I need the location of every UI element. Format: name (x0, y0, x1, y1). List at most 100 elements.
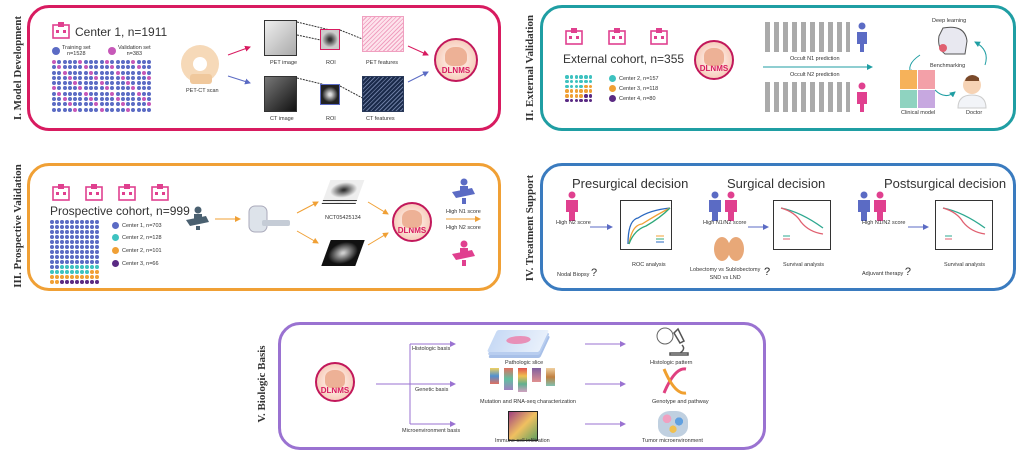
panel-5-label: V. Biologic Basis (256, 345, 268, 423)
patient-dot-grid (565, 75, 593, 103)
high-n2-score: High N2 score (556, 220, 591, 226)
cohort-title: External cohort, n=355 (563, 52, 685, 66)
patient-dot (131, 65, 136, 70)
mutation-bars-icon (490, 368, 560, 392)
patient-dot (84, 269, 89, 274)
patient-dot (69, 249, 74, 254)
patient-dot (64, 279, 69, 284)
patient-dot (62, 97, 67, 102)
immune-label: Immune cell infiltration (495, 438, 550, 444)
legend-label: Center 3, n=118 (619, 86, 659, 92)
patient-dot (59, 259, 64, 264)
patient-dot (73, 75, 78, 80)
patient-dot (78, 91, 83, 96)
patient-dot (74, 234, 79, 239)
patient-dot (69, 259, 74, 264)
patient-dot (50, 279, 54, 284)
ct-roi-label: ROI (326, 116, 336, 122)
high-n1n2-score: High N1/N2 score (862, 220, 906, 226)
doctor-icon (957, 75, 987, 109)
patient-dot (74, 274, 79, 279)
patient-dot (50, 224, 54, 229)
patient-dot (136, 65, 141, 70)
patient-dot (84, 274, 89, 279)
patient-dot-grid (50, 220, 99, 284)
patient-dot (126, 81, 131, 86)
patient-dot (67, 81, 72, 86)
patient-dot (574, 84, 579, 89)
patient-dot (50, 244, 54, 249)
patient-icon-blue (452, 178, 475, 204)
patient-dot (50, 229, 54, 234)
trial-id: NCT05425134 (325, 215, 361, 221)
patient-dot (142, 97, 147, 102)
patient-dot (94, 274, 99, 279)
patient-dot (574, 75, 579, 79)
patient-dot (147, 65, 152, 70)
patient-dot (59, 249, 64, 254)
patient-dot (89, 224, 94, 229)
patient-dot (126, 102, 131, 107)
patient-dot-grid (52, 60, 152, 112)
patient-dot (62, 86, 67, 91)
patient-dot (120, 81, 125, 86)
patient-dot (67, 60, 72, 64)
patient-dot (99, 97, 104, 102)
patient-dot (579, 98, 583, 103)
patient-dot (94, 70, 99, 75)
patient-dot (120, 91, 125, 96)
patient-dot (569, 89, 574, 93)
patient-dot (64, 229, 69, 234)
patient-dot (69, 244, 74, 249)
patient-dot (110, 91, 115, 96)
patient-dot (78, 65, 83, 70)
patient-dot (120, 60, 125, 64)
dlnms-label: DLNMS (397, 226, 427, 235)
high-n1-label: High N1 score (446, 209, 481, 215)
patient-dot (120, 65, 125, 70)
patient-dot (584, 79, 588, 84)
validation-legend-dot (108, 47, 116, 55)
patient-dot (84, 259, 89, 264)
legend-dot (609, 95, 616, 102)
patient-dot (69, 220, 74, 224)
patient-dot (74, 224, 79, 229)
survival-curves (780, 207, 824, 240)
ct-features-stack (362, 76, 404, 112)
patient-dot (79, 234, 84, 239)
training-legend-dot (52, 47, 60, 55)
patient-dot (99, 102, 104, 107)
patient-dot (147, 97, 152, 102)
clinical-model-icon (900, 70, 935, 108)
patient-dot (94, 65, 99, 70)
patient-dot (64, 224, 69, 229)
patient-dot (73, 86, 78, 91)
patient-dot (565, 75, 569, 79)
patient-dot (136, 107, 141, 112)
panel-external-validation (540, 5, 1016, 131)
patient-dot (126, 70, 131, 75)
panel-prospective-validation (27, 163, 501, 291)
patient-dot (78, 97, 83, 102)
patient-dot (89, 220, 94, 224)
patient-dot (126, 107, 131, 112)
patient-dot (67, 102, 72, 107)
patient-dot (115, 102, 120, 107)
patient-dot (131, 75, 136, 80)
patient-dot (94, 75, 99, 80)
ct-features-label: CT features (366, 116, 395, 122)
patient-dot (147, 91, 152, 96)
patient-dot (99, 60, 104, 64)
roc-curves (627, 207, 671, 245)
patient-dot (131, 107, 136, 112)
patient-dot (115, 60, 120, 64)
patient-dot (52, 97, 56, 102)
patient-dot (110, 75, 115, 80)
patient-dot (64, 234, 69, 239)
patient-dot (115, 81, 120, 86)
question-mark: ? (764, 266, 771, 278)
patient-dot (74, 259, 79, 264)
patient-dot (142, 81, 147, 86)
patient-dot (120, 97, 125, 102)
